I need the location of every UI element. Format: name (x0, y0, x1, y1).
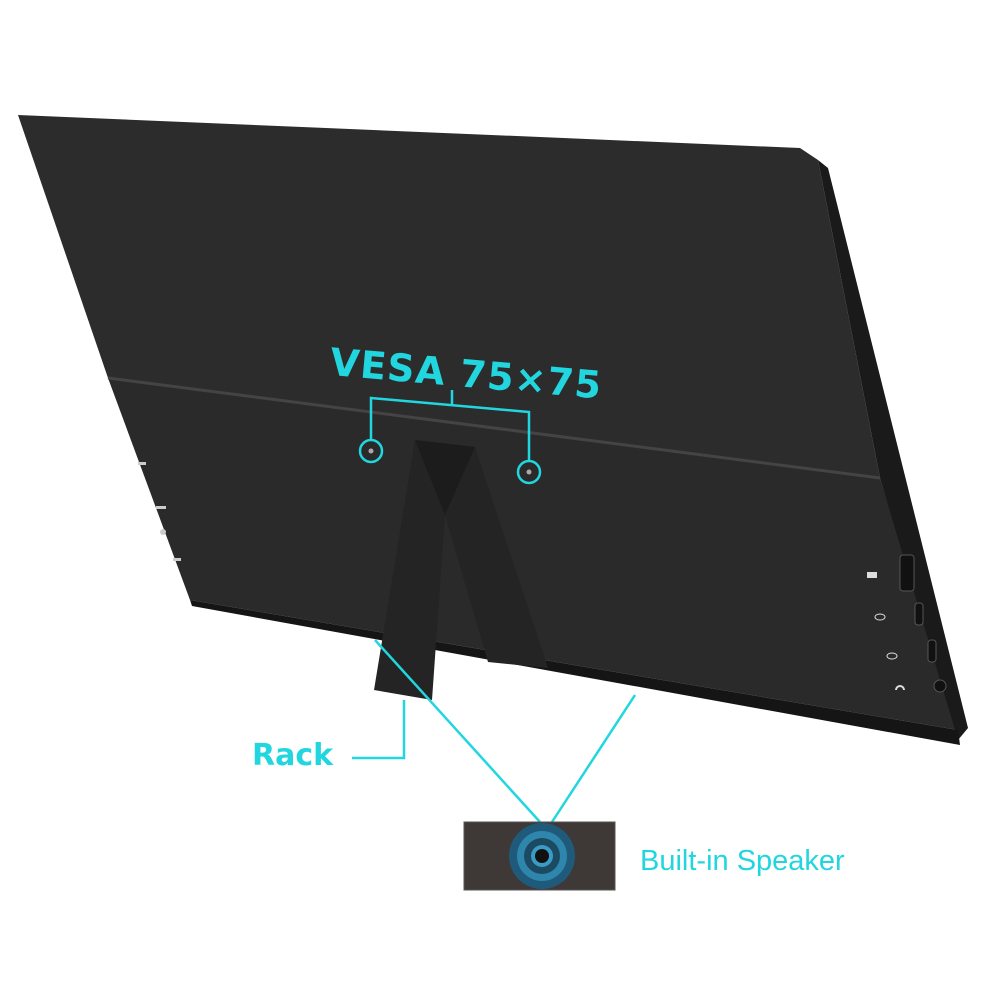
speaker-label: Built-in Speaker (640, 845, 845, 877)
monitor-back-lower (108, 378, 958, 730)
seam-line (107, 376, 881, 480)
ports (867, 554, 947, 693)
monitor-edge-bottom (190, 600, 960, 745)
speaker-icon (509, 823, 575, 889)
rack-label: Rack (252, 738, 334, 773)
side-buttons (138, 462, 181, 561)
monitor-edge-right (818, 160, 968, 740)
rack-stand (374, 440, 548, 700)
callout-lines (352, 390, 637, 823)
monitor-back-upper (18, 115, 880, 478)
